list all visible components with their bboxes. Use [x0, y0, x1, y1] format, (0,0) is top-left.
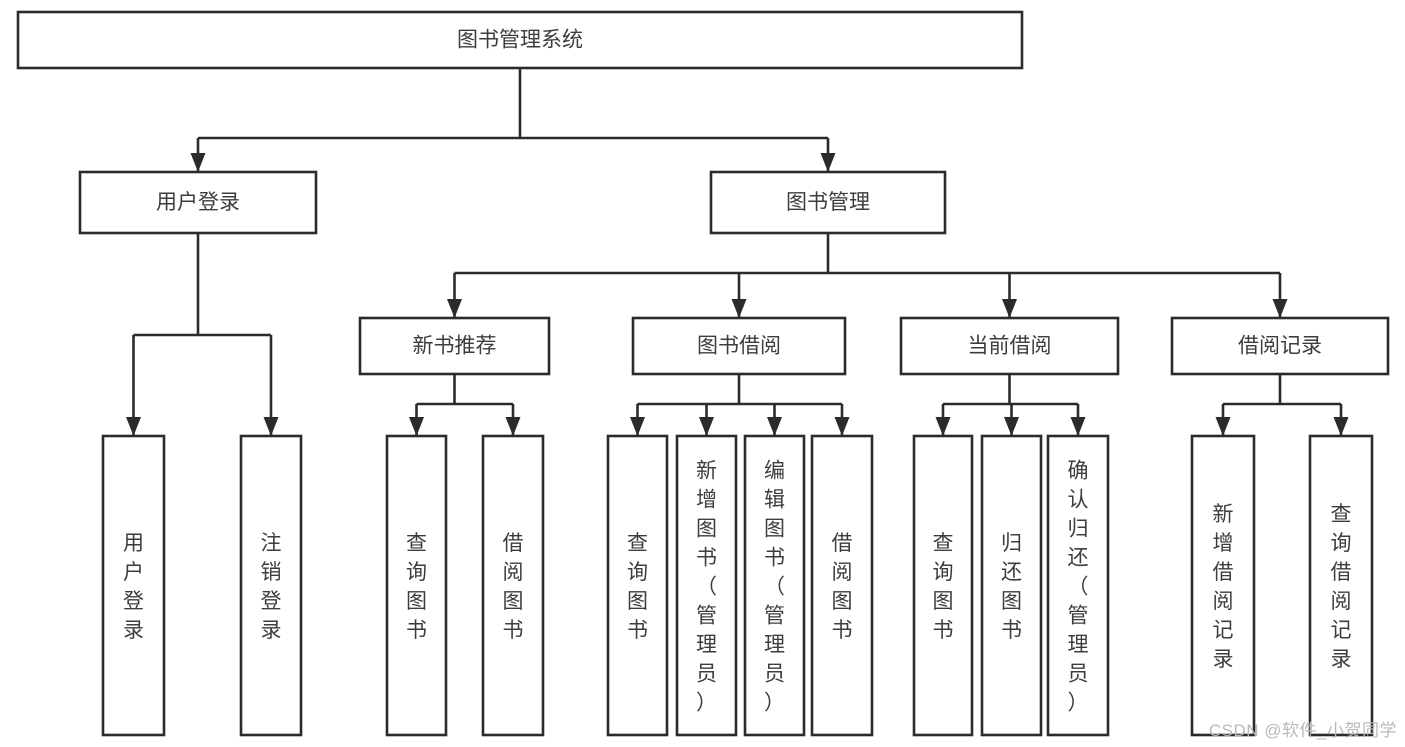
node-label-leaf-query-book-1: 查询图书	[406, 532, 427, 642]
node-label-leaf-borrow-book-2: 借阅图书	[832, 532, 853, 642]
arrow-head-icon	[1272, 299, 1288, 318]
node-box-user-login	[78, 170, 318, 235]
arrow-head-icon	[1333, 417, 1349, 436]
arrow-head-icon	[731, 299, 747, 318]
arrow-head-icon	[505, 417, 521, 436]
csdn-watermark: CSDN @软件_小贺同学	[1208, 721, 1397, 740]
node-leaf-add-book-admin[interactable]: 新增图书（管理员）	[675, 434, 738, 737]
node-box-leaf-add-borrow-record	[1190, 434, 1256, 737]
node-box-leaf-confirm-return-admin	[1046, 434, 1110, 737]
node-book-management[interactable]: 图书管理	[709, 170, 947, 235]
arrow-head-icon	[699, 417, 714, 436]
node-label-leaf-query-book-2: 查询图书	[627, 532, 648, 642]
node-leaf-query-book-2[interactable]: 查询图书	[606, 434, 669, 737]
node-label-leaf-logout-login: 注销登录	[261, 532, 282, 642]
node-leaf-query-book-1[interactable]: 查询图书	[385, 434, 448, 737]
arrow-head-icon	[767, 417, 782, 436]
arrow-head-icon	[630, 417, 645, 436]
node-label-leaf-confirm-return-admin: 确认归还（管理员）	[1068, 460, 1089, 715]
node-label-leaf-edit-book-admin: 编辑图书（管理员）	[764, 460, 785, 715]
arrow-head-icon	[820, 153, 836, 172]
node-boxes-layer: 图书管理系统用户登录图书管理新书推荐图书借阅当前借阅借阅记录用户登录注销登录查询…	[16, 10, 1390, 737]
node-box-leaf-return-book	[980, 434, 1043, 737]
node-box-leaf-borrow-book-1	[481, 434, 545, 737]
arrow-head-icon	[126, 417, 141, 436]
node-leaf-query-book-3[interactable]: 查询图书	[912, 434, 974, 737]
node-leaf-borrow-book-2[interactable]: 借阅图书	[810, 434, 874, 737]
arrow-head-icon	[263, 417, 279, 436]
node-label-leaf-add-book-admin: 新增图书（管理员）	[696, 460, 717, 715]
node-leaf-confirm-return-admin[interactable]: 确认归还（管理员）	[1046, 434, 1110, 737]
node-current-borrow[interactable]: 当前借阅	[899, 316, 1120, 376]
node-label-new-book-recommend: 新书推荐	[413, 335, 497, 358]
arrow-head-icon	[1070, 417, 1086, 436]
node-root[interactable]: 图书管理系统	[16, 10, 1024, 70]
node-label-leaf-return-book: 归还图书	[1001, 532, 1022, 642]
node-box-current-borrow	[899, 316, 1120, 376]
arrow-head-icon	[1002, 299, 1017, 318]
node-box-borrow-record	[1170, 316, 1390, 376]
node-leaf-logout-login[interactable]: 注销登录	[239, 434, 303, 737]
arrow-head-icon	[447, 299, 462, 318]
node-box-leaf-edit-book-admin	[743, 434, 806, 737]
node-label-leaf-add-borrow-record: 新增借阅记录	[1213, 503, 1234, 671]
node-leaf-user-login[interactable]: 用户登录	[101, 434, 166, 737]
node-borrow-record[interactable]: 借阅记录	[1170, 316, 1390, 376]
node-box-leaf-query-book-3	[912, 434, 974, 737]
node-user-login[interactable]: 用户登录	[78, 170, 318, 235]
node-leaf-return-book[interactable]: 归还图书	[980, 434, 1043, 737]
node-label-root: 图书管理系统	[457, 29, 583, 52]
arrow-head-icon	[935, 417, 951, 436]
node-label-book-borrow: 图书借阅	[697, 335, 781, 358]
node-label-borrow-record: 借阅记录	[1238, 335, 1322, 358]
arrow-head-icon	[1004, 417, 1019, 436]
node-label-current-borrow: 当前借阅	[968, 335, 1052, 358]
node-label-leaf-user-login: 用户登录	[123, 532, 144, 642]
node-box-book-management	[709, 170, 947, 235]
arrow-head-icon	[834, 417, 850, 436]
node-leaf-query-borrow-record[interactable]: 查询借阅记录	[1308, 434, 1374, 737]
node-leaf-edit-book-admin[interactable]: 编辑图书（管理员）	[743, 434, 806, 737]
node-box-leaf-borrow-book-2	[810, 434, 874, 737]
node-label-book-management: 图书管理	[786, 191, 870, 214]
arrow-head-icon	[1215, 417, 1231, 436]
node-box-book-borrow	[631, 316, 847, 376]
node-box-leaf-query-book-2	[606, 434, 669, 737]
node-label-leaf-query-book-3: 查询图书	[933, 532, 954, 642]
node-box-leaf-logout-login	[239, 434, 303, 737]
node-box-leaf-user-login	[101, 434, 166, 737]
node-new-book-recommend[interactable]: 新书推荐	[358, 316, 551, 376]
node-label-user-login: 用户登录	[156, 191, 240, 214]
node-box-root	[16, 10, 1024, 70]
connector-links-layer	[126, 68, 1349, 436]
node-label-leaf-borrow-book-1: 借阅图书	[503, 532, 524, 642]
node-box-leaf-add-book-admin	[675, 434, 738, 737]
arrow-head-icon	[409, 417, 424, 436]
node-box-leaf-query-borrow-record	[1308, 434, 1374, 737]
node-leaf-add-borrow-record[interactable]: 新增借阅记录	[1190, 434, 1256, 737]
arrow-head-icon	[190, 153, 206, 172]
node-book-borrow[interactable]: 图书借阅	[631, 316, 847, 376]
node-box-leaf-query-book-1	[385, 434, 448, 737]
node-box-new-book-recommend	[358, 316, 551, 376]
node-label-leaf-query-borrow-record: 查询借阅记录	[1331, 503, 1352, 671]
node-leaf-borrow-book-1[interactable]: 借阅图书	[481, 434, 545, 737]
